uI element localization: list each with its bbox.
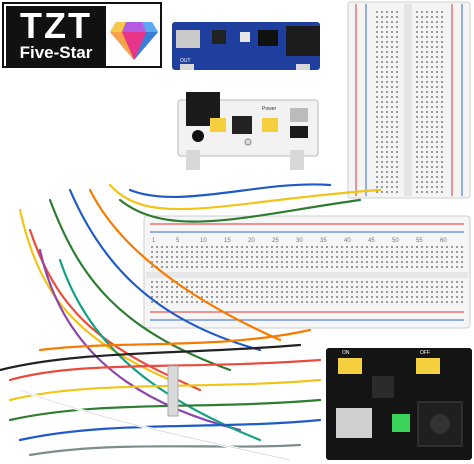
col-num: 25: [272, 238, 279, 244]
diamond-icon: [110, 22, 158, 60]
breadboard-large: 1 5 10 15 20 25 30 35 40 45 50 55 60: [143, 215, 471, 329]
col-num: 30: [296, 238, 303, 244]
power-label-off: OFF: [420, 350, 430, 356]
breadboard-column-numbers: 1 5 10 15 20 25 30 35 40 45 50 55 60: [152, 238, 447, 244]
power-module-black: ON OFF: [326, 348, 472, 460]
col-num: 50: [392, 238, 399, 244]
power-module-blue: OUT: [172, 22, 320, 70]
breadboard-small: [347, 1, 471, 199]
col-num: 20: [248, 238, 255, 244]
col-num: 5: [176, 238, 180, 244]
col-num: 45: [368, 238, 375, 244]
brand-logo: TZT Five-Star: [2, 2, 162, 68]
power-label-on: ON: [342, 350, 350, 356]
power-label-out: OUT: [180, 58, 191, 64]
col-num: 15: [224, 238, 231, 244]
col-num: 10: [200, 238, 207, 244]
col-num: 35: [320, 238, 327, 244]
brand-logo-main: TZT: [20, 5, 92, 46]
power-module-white: Power: [177, 92, 319, 170]
wire-tie: [167, 365, 179, 417]
col-num: 55: [416, 238, 423, 244]
breadboard-small-holes: [374, 8, 446, 194]
brand-logo-text: TZT Five-Star: [6, 6, 106, 66]
col-num: 60: [440, 238, 447, 244]
col-num: 40: [344, 238, 351, 244]
jumper-wires: [0, 183, 382, 462]
brand-logo-sub: Five-Star: [19, 43, 93, 62]
power-label-power: Power: [262, 106, 277, 112]
col-num: 1: [152, 238, 156, 244]
